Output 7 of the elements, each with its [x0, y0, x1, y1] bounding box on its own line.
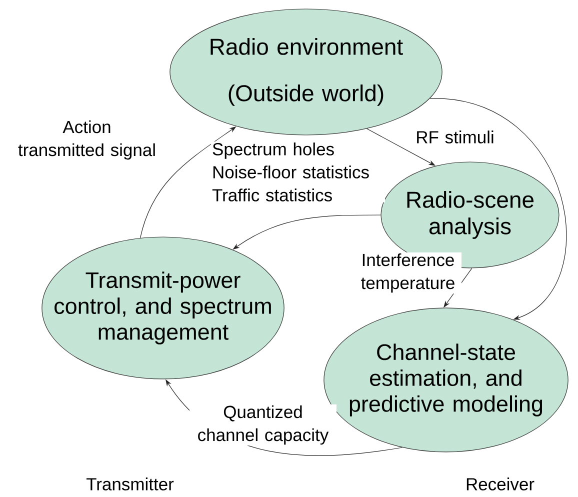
edge-label: Interference temperature — [354, 252, 462, 294]
edge-label: Quantized channel capacity — [190, 404, 336, 446]
edge-label: Action transmitted signal — [8, 119, 166, 161]
edge-label: Spectrum holes Noise-floor statistics Traffic statistics — [211, 142, 385, 202]
side-label: Transmitter — [86, 478, 174, 490]
side-label: Receiver — [466, 478, 534, 490]
arrow — [430, 98, 566, 320]
